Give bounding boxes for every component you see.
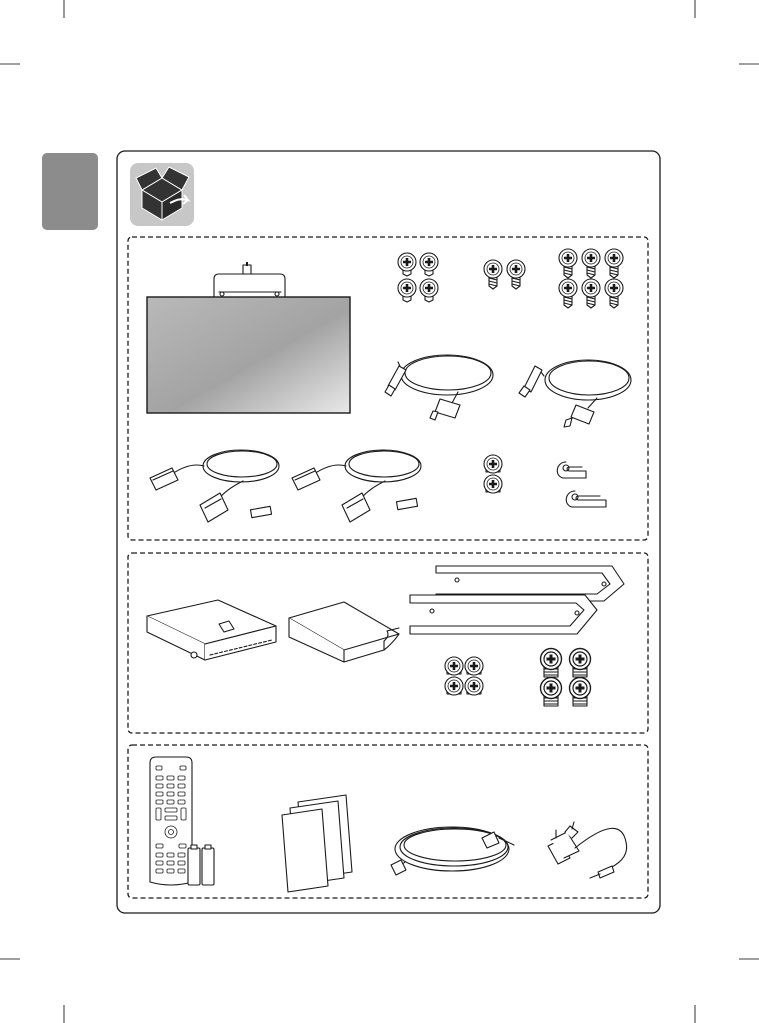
signal-cable-1 xyxy=(385,355,493,420)
content-frame xyxy=(117,151,660,913)
signal-cable-2 xyxy=(519,360,631,427)
monitor-illustration xyxy=(147,262,350,413)
batteries xyxy=(188,845,214,885)
open-box-icon xyxy=(130,163,194,226)
manuals-illustration xyxy=(282,795,352,892)
side-tab xyxy=(42,153,98,230)
screws-set-6 xyxy=(559,249,623,308)
control-box-cover xyxy=(289,602,399,662)
lvds-cable-2 xyxy=(292,450,421,522)
mounting-brackets xyxy=(410,566,624,634)
power-cord xyxy=(391,827,514,875)
lvds-cable-1 xyxy=(150,450,279,522)
rs232c-gender-cable xyxy=(548,822,627,878)
remote-control xyxy=(150,757,192,885)
screws-set-4-small xyxy=(398,253,438,302)
cable-clamps xyxy=(557,462,606,507)
control-box xyxy=(147,600,276,660)
screws-set-4-large xyxy=(541,649,591,707)
screws-set-2-small xyxy=(484,455,502,493)
screws-set-4-flat xyxy=(445,657,483,695)
screws-set-2-long xyxy=(484,260,525,289)
